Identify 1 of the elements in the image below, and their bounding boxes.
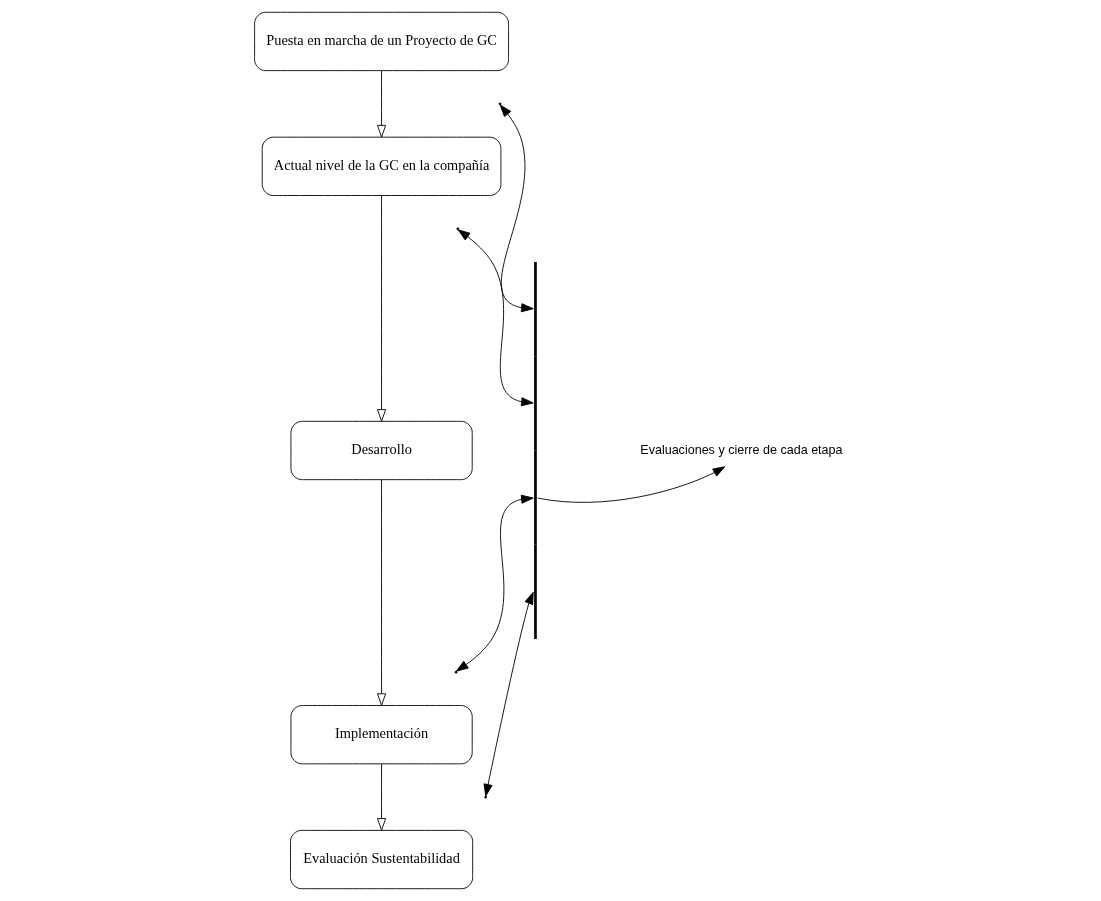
node-text: Evaluaciones y cierre de cada etapa	[640, 442, 843, 457]
